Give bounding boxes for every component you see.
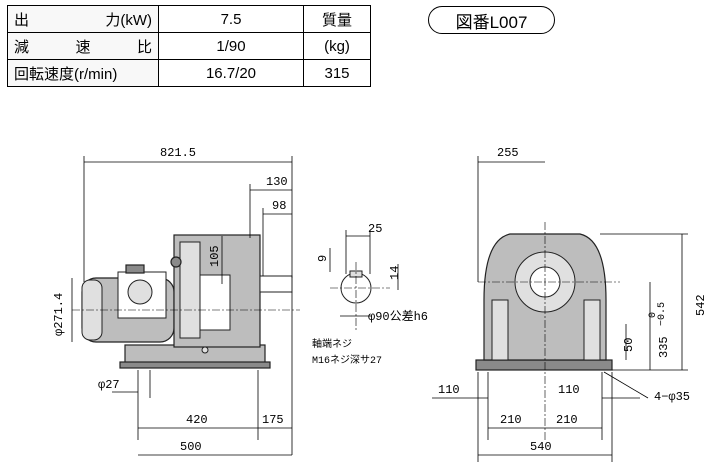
dim-motor-diameter: φ271.4 [52, 293, 66, 336]
dim-shaft-diameter: φ90公差h6 [368, 309, 428, 324]
dim-shaft-extension: 130 [266, 175, 288, 189]
spec-row-speed: 回転速度(r/min) 16.7/20 315 [7, 59, 371, 87]
dim-base-width: 540 [530, 440, 552, 454]
output-label: 出 力(kW) [7, 5, 159, 33]
dim-key-depth: 9 [316, 255, 330, 262]
dim-key-height: 14 [388, 266, 402, 280]
output-shaft-side [259, 275, 293, 293]
spec-row-ratio: 減 速 比 1/90 (kg) [7, 32, 371, 60]
dim-top-width: 255 [497, 146, 519, 160]
dim-overall-length: 821.5 [160, 146, 196, 160]
ratio-label-c: 比 [136, 38, 152, 56]
dim-front-half-right: 210 [556, 413, 578, 427]
dim-key-width: 25 [368, 222, 382, 236]
gearbox-window [199, 274, 231, 331]
ratio-label-b: 速 [75, 38, 91, 56]
speed-value: 16.7/20 [158, 59, 304, 87]
front-view: 255 542 335 0 −0.5 50 4−φ35 110 110 210 … [432, 146, 708, 462]
dim-front-overhang-right: 110 [558, 383, 580, 397]
gearbox-plug [170, 256, 182, 268]
dim-base-length: 500 [180, 440, 202, 454]
side-base-foot [119, 361, 271, 369]
front-left-leg [491, 299, 509, 361]
dim-tolerance-bottom: −0.5 [657, 302, 668, 326]
front-base-foot [475, 359, 613, 371]
dim-foot-thickness: 50 [622, 338, 636, 352]
output-label-a: 出 [14, 11, 30, 29]
spec-row-output: 出 力(kW) 7.5 質量 [7, 5, 371, 33]
ratio-label: 減 速 比 [7, 32, 159, 60]
dim-front-half-left: 210 [500, 413, 522, 427]
dim-shaft-height-offset: 105 [208, 245, 222, 267]
dim-shaft-length: 98 [272, 199, 286, 213]
mass-value: 315 [303, 59, 371, 87]
shaft-detail: 25 9 14 φ90公差h6 軸端ネジ M16ネジ深サ27 [312, 222, 428, 367]
dim-tolerance-top: 0 [648, 312, 659, 318]
dim-foot-right: 175 [262, 413, 284, 427]
note-holes: 4−φ35 [654, 390, 690, 404]
drawing-number-badge: 図番L007 [428, 6, 555, 34]
gearbox-flange [179, 241, 201, 339]
motor-logo [127, 279, 153, 305]
note-shaft-end-thread-1: 軸端ネジ [312, 337, 352, 351]
dim-total-height: 542 [694, 294, 708, 316]
output-label-b: 力(kW) [105, 11, 152, 29]
dim-foot-pitch-side: 420 [186, 413, 208, 427]
mass-unit: (kg) [303, 32, 371, 60]
motor-eyebolt [125, 264, 145, 274]
dim-foot-hole-left: φ27 [98, 378, 120, 392]
ratio-label-a: 減 [14, 38, 30, 56]
drain-plug [201, 346, 209, 354]
dim-front-overhang-left: 110 [438, 383, 460, 397]
side-view: 821.5 130 98 105 φ271.4 φ27 420 175 500 [52, 146, 300, 456]
ratio-value: 1/90 [158, 32, 304, 60]
note-shaft-end-thread-2: M16ネジ深サ27 [312, 354, 382, 367]
speed-label: 回転速度(r/min) [7, 59, 159, 87]
spec-table: 出 力(kW) 7.5 質量 減 速 比 1/90 (kg) 回転速度(r/mi… [7, 5, 371, 87]
dim-center-height: 335 [657, 336, 671, 358]
front-right-leg [583, 299, 601, 361]
